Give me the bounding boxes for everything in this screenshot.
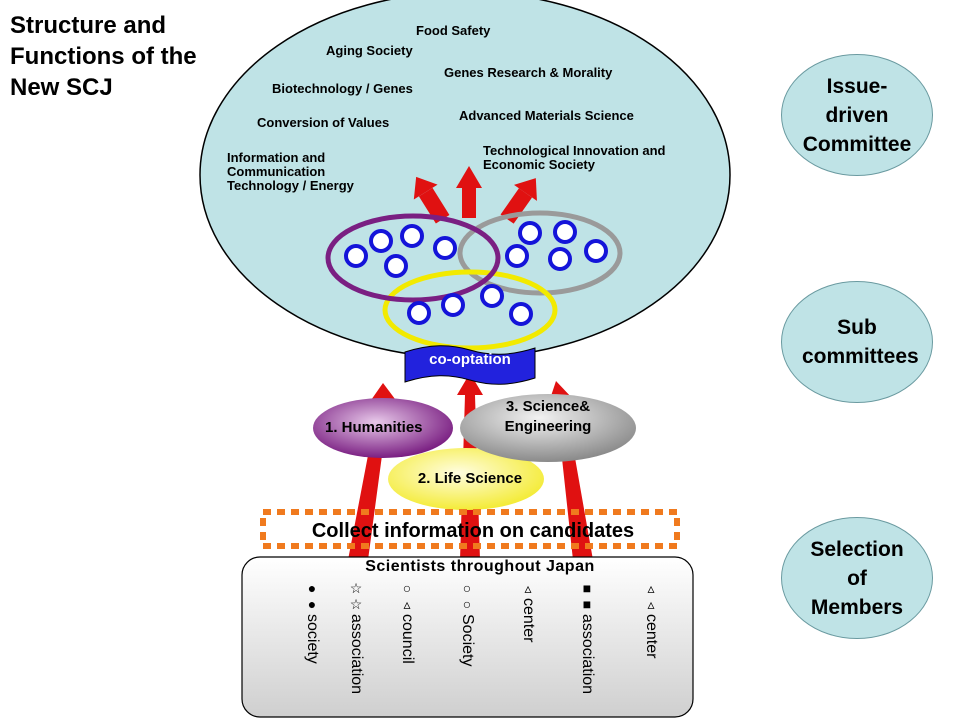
selection-of-members-circle: Selection of Members <box>781 517 933 639</box>
scientist-column-association: ☆ ☆ association <box>346 580 366 694</box>
member-circles <box>344 220 608 326</box>
scientist-column-society-2: ○ ○ Society <box>457 580 477 666</box>
cooptation-label: co-optation <box>429 351 511 368</box>
issue-driven-committee-circle: Issue-driven Committee <box>781 54 933 176</box>
purple-ring <box>325 213 501 303</box>
topic-food-safety: Food Safety <box>416 23 491 38</box>
column-label: association <box>579 614 596 695</box>
column-symbol: ■ <box>582 580 592 596</box>
sub-committees-label: Sub committees <box>802 316 919 368</box>
issue-driven-committee-label: Issue-driven Committee <box>802 74 912 156</box>
column-symbol: ▵ <box>647 596 655 612</box>
scientist-column-council: ○ ▵ council <box>397 580 417 664</box>
scientist-column-center-2: ▵ ▵ center <box>641 580 661 658</box>
selection-of-members-label: Selection of Members <box>810 537 904 619</box>
column-symbol: ▵ <box>647 580 655 596</box>
column-symbol: ● <box>307 596 317 612</box>
topic-advanced-materials: Advanced Materials Science <box>459 108 634 123</box>
topic-ict-energy: Information and Communication Technology… <box>227 150 354 193</box>
column-symbol: ○ <box>462 580 472 596</box>
column-symbol: ○ <box>402 580 412 596</box>
science-engineering-shape <box>460 394 636 462</box>
page-title: Structure and Functions of the New SCJ <box>10 12 197 101</box>
topic-technological-innovation: Technological Innovation and Economic So… <box>483 143 666 172</box>
column-label: center <box>520 598 537 643</box>
scientists-box <box>241 556 694 718</box>
column-symbol: ☆ <box>349 596 363 612</box>
topic-conversion-of-values: Conversion of Values <box>257 115 390 130</box>
collect-information-label: Collect information on candidates <box>311 520 635 542</box>
topic-biotechnology: Biotechnology / Genes <box>272 81 413 96</box>
science-engineering-label: 3. Science& Engineering <box>504 398 592 435</box>
scientist-column-society: ● ● society <box>302 580 322 664</box>
life-science-label: 2. Life Science <box>417 470 523 487</box>
gray-ring <box>457 210 623 296</box>
yellow-ring <box>382 269 558 351</box>
humanities-label: 1. Humanities <box>325 419 423 436</box>
column-label: Society <box>459 614 476 667</box>
column-label: center <box>643 614 660 659</box>
column-label: society <box>304 614 321 664</box>
column-label: association <box>348 614 365 695</box>
sub-committees-circle: Sub committees <box>781 281 933 403</box>
column-symbol: ▵ <box>403 596 411 612</box>
column-symbol: ■ <box>582 596 592 612</box>
humanities-shape <box>313 398 453 458</box>
column-label: council <box>399 614 416 664</box>
cooptation-banner <box>404 345 536 385</box>
life-science-shape <box>388 448 544 510</box>
scientists-title: Scientists throughout Japan <box>365 558 595 575</box>
column-symbol: ○ <box>462 596 472 612</box>
topic-aging-society: Aging Society <box>326 43 413 58</box>
scientist-column-center: ▵ center <box>518 580 538 642</box>
column-symbol: ● <box>307 580 317 596</box>
column-symbol: ☆ <box>349 580 363 596</box>
scientist-column-association-2: ■ ■ association <box>577 580 597 694</box>
column-symbol: ▵ <box>524 580 532 596</box>
topic-genes-research: Genes Research & Morality <box>444 65 613 80</box>
